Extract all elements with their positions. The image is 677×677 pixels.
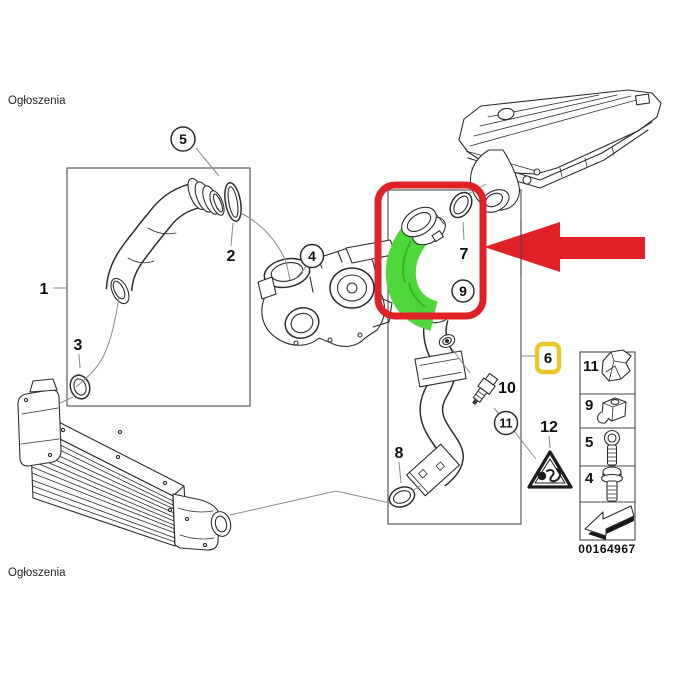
intercooler-drawing bbox=[17, 297, 232, 551]
diagram-code: 00164967 bbox=[578, 542, 635, 556]
part6-frame bbox=[387, 189, 522, 525]
green-hose-shading bbox=[402, 240, 426, 308]
socket-head-screw-icon bbox=[603, 429, 621, 466]
callout-5: 5 bbox=[170, 126, 220, 177]
callout-12-label: 12 bbox=[540, 419, 558, 436]
callout-2: 2 bbox=[227, 212, 291, 281]
callout-3-label: 3 bbox=[74, 337, 83, 354]
callout-9-label: 9 bbox=[459, 283, 467, 299]
red-highlight-box bbox=[374, 181, 487, 320]
callout-12: 12 bbox=[540, 419, 558, 449]
legend-row-4-label: 4 bbox=[585, 470, 594, 487]
callout-4-label: 4 bbox=[308, 248, 316, 264]
retaining-clip-icon bbox=[601, 349, 632, 382]
callout-2-label: 2 bbox=[227, 248, 236, 265]
clamp-nut-icon bbox=[596, 397, 627, 424]
red-highlight-arrow bbox=[484, 222, 645, 272]
callout-7-label: 7 bbox=[460, 246, 469, 263]
callout-11: 11 bbox=[493, 410, 537, 460]
turbocharger-drawing bbox=[257, 239, 398, 347]
legend-table: 11 9 5 4 bbox=[579, 349, 636, 541]
o-ring-2 bbox=[224, 182, 242, 222]
legend-row-11-label: 11 bbox=[583, 358, 599, 375]
o-ring-7 bbox=[449, 191, 473, 219]
sensor-10-drawing bbox=[451, 348, 500, 415]
callout-1-label: 1 bbox=[40, 281, 49, 298]
watermark-top: Ogłoszenia bbox=[8, 95, 66, 107]
engine-drawing bbox=[458, 89, 662, 213]
part1-frame bbox=[66, 167, 251, 407]
callout-6-badge: 6 bbox=[521, 341, 562, 375]
direction-of-travel-arrow-icon bbox=[584, 505, 635, 540]
legend-row-5-label: 5 bbox=[585, 434, 593, 451]
highlighted-green-hose bbox=[385, 206, 446, 331]
upper-charge-hose-drawing bbox=[105, 177, 225, 305]
callout-8-label: 8 bbox=[395, 445, 404, 462]
callout-6-label: 6 bbox=[544, 350, 552, 367]
watermark-bottom: Ogłoszenia bbox=[8, 567, 66, 579]
callout-9: 9 bbox=[451, 279, 475, 303]
yellow-badge-outline bbox=[534, 341, 562, 375]
callout-10-label: 10 bbox=[498, 380, 516, 397]
callout-3: 3 bbox=[57, 337, 83, 405]
callout-11-label: 11 bbox=[499, 417, 512, 431]
callout-5-label: 5 bbox=[179, 131, 187, 147]
pinch-hazard-triangle-icon bbox=[527, 450, 573, 489]
callout-10: 10 bbox=[498, 380, 516, 397]
callout-1: 1 bbox=[40, 281, 67, 298]
lower-charge-pipe-drawing bbox=[405, 312, 467, 497]
o-ring-8 bbox=[229, 485, 421, 516]
hex-flange-bolt-icon bbox=[600, 466, 624, 502]
callout-4: 4 bbox=[296, 243, 325, 278]
callout-8: 8 bbox=[395, 445, 404, 484]
o-ring-3 bbox=[69, 374, 91, 400]
legend-row-9-label: 9 bbox=[585, 397, 593, 414]
